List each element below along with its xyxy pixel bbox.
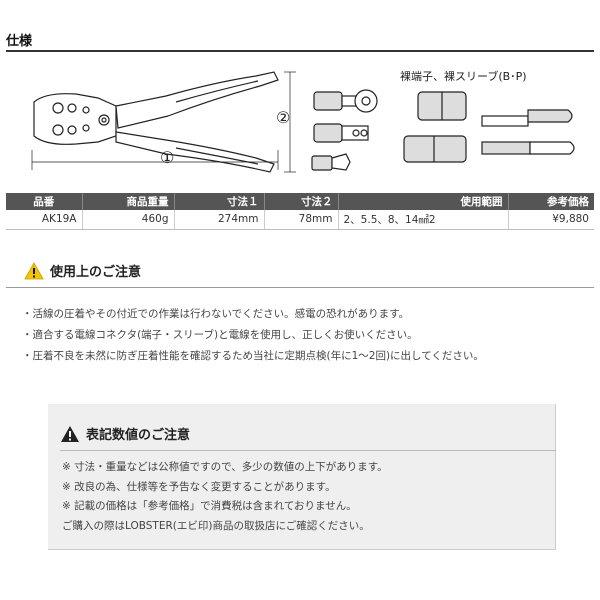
cell-part-number: AK19A [6,210,83,230]
crimp-tool-illustration [31,71,575,173]
header-dimension-2: 寸法２ [264,193,339,210]
section-title-rule [6,50,594,52]
usage-caution-heading: 使用上のご注意 [24,261,141,280]
list-item: ※ 寸法・重量などは公称値ですので、多少の数値の上下があります。 [62,461,388,473]
value-caution-heading: 表記数値のご注意 [60,424,190,443]
header-range: 使用範囲 [338,193,509,210]
tool-jaw [33,93,117,145]
value-caution-rule [60,450,556,451]
value-caution-title: 表記数値のご注意 [86,428,191,443]
usage-caution-rule [6,287,594,288]
header-price: 参考価格 [508,193,594,210]
spec-table-header-row: 品番 商品重量 寸法１ 寸法２ 使用範囲 参考価格 [6,193,594,210]
list-item: ご購入の際はLOBSTER(エビ印)商品の取扱店にご確認ください。 [62,519,370,532]
cell-weight: 460g [82,210,175,230]
dimension-1-label: ① [160,148,175,167]
warning-icon [61,425,79,442]
usage-caution-title: 使用上のご注意 [50,265,142,280]
cell-price: ¥9,880 [508,210,594,230]
dimension-2-label: ② [276,108,291,127]
header-part-number: 品番 [6,193,83,210]
tool-upper-handle [115,71,279,129]
product-figure: ① ② 裸端子、裸スリーブ(B･P) [6,58,594,190]
cell-range: 2、5.5、8、14㎟2 [338,210,509,230]
cell-dimension-1: 274mm [174,210,265,230]
header-weight: 商品重量 [82,193,175,210]
terminal-label: 裸端子、裸スリーブ(B･P) [400,70,527,83]
section-title: 仕様 [6,34,33,49]
ring-terminal-2 [313,123,369,143]
warning-icon [24,261,44,279]
value-caution-box: 表記数値のご注意 ※ 寸法・重量などは公称値ですので、多少の数値の上下があります… [48,404,556,550]
ring-terminal [313,89,378,113]
list-item: ・適合する電線コネクタ(端子・スリーブ)と電線を使用し、正しくお使いください。 [22,329,418,341]
spade-terminal [311,153,351,171]
butt-sleeve [403,91,467,163]
list-item: ※ 記載の価格は「参考価格」で消費税は含まれておりません。 [62,500,357,512]
closed-end-sleeve [481,109,575,155]
list-item: ・活線の圧着やその付近での作業は行わないでください。感電の恐れがあります。 [22,308,410,320]
list-item: ※ 改良の為、仕様等を予告なく変更することがあります。 [62,480,336,493]
spec-table: 品番 商品重量 寸法１ 寸法２ 使用範囲 参考価格 AK19A 460g 274… [6,193,594,230]
list-item: ・圧着不良を未然に防ぎ圧着性能を確認するため当社に定期点検(年に1～2回)に出し… [22,350,484,362]
table-row: AK19A 460g 274mm 78mm 2、5.5、8、14㎟2 ¥9,88… [6,210,594,230]
usage-caution-list: ・活線の圧着やその付近での作業は行わないでください。感電の恐れがあります。 ・適… [22,304,484,367]
value-caution-list: ※ 寸法・重量などは公称値ですので、多少の数値の上下があります。 ※ 改良の為、… [62,458,388,536]
header-dimension-1: 寸法１ [174,193,265,210]
cell-dimension-2: 78mm [264,210,339,230]
